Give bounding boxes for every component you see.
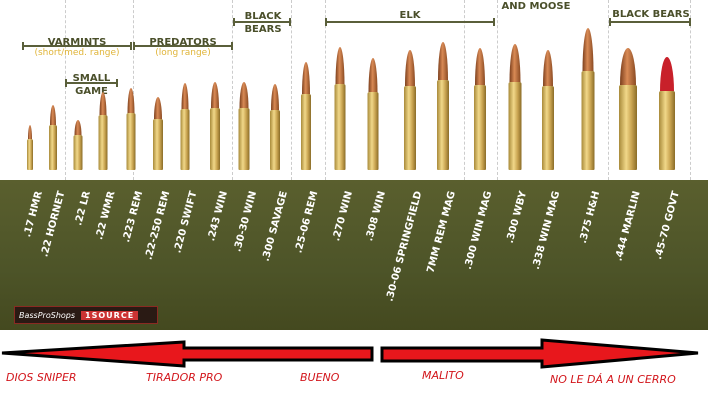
logo-mark: 1SOURCE xyxy=(81,310,139,320)
bracket xyxy=(233,18,291,26)
bracket xyxy=(325,18,495,26)
bullet-tip xyxy=(543,50,553,86)
category-varmints: VARMINTS xyxy=(47,37,107,48)
bracket xyxy=(65,79,118,87)
cartridge-case xyxy=(270,110,280,170)
bracket xyxy=(133,42,233,50)
bullet-tip xyxy=(368,58,378,92)
divider xyxy=(497,0,498,180)
cartridge-case xyxy=(508,82,522,170)
bullet-tip xyxy=(239,82,249,108)
scale-label: MALITO xyxy=(422,369,464,382)
divider xyxy=(133,0,134,180)
category-and-moose: AND MOOSE xyxy=(501,1,571,12)
bullet-tip xyxy=(154,97,162,119)
cartridge-case xyxy=(210,108,220,170)
divider xyxy=(65,0,66,180)
bullet-tip xyxy=(660,57,674,91)
category-varmints-sub: (short/med. range) xyxy=(34,48,120,58)
cartridge-case xyxy=(49,125,57,170)
bass-pro-logo: BassProShops 1SOURCE xyxy=(14,306,158,324)
cartridge-case xyxy=(334,84,346,170)
cartridge-case xyxy=(98,115,108,170)
arrow-left xyxy=(1,340,374,368)
cartridge-case xyxy=(238,108,250,170)
cartridge-case xyxy=(73,135,83,170)
category-elk: ELK xyxy=(399,10,421,21)
divider xyxy=(690,0,691,180)
category-predators: PREDATORS xyxy=(149,37,217,48)
bullet-tip xyxy=(271,84,279,110)
divider xyxy=(464,0,465,180)
divider xyxy=(608,0,609,180)
bullet-tip xyxy=(211,82,219,108)
cartridge-case xyxy=(153,119,163,170)
cartridge-case xyxy=(367,92,379,170)
cartridge-case xyxy=(301,94,311,170)
cartridge-case xyxy=(659,91,675,170)
bullet-tip xyxy=(509,44,521,82)
bracket xyxy=(609,18,691,26)
divider xyxy=(291,0,292,180)
scale-label: DIOS SNIPER xyxy=(6,371,77,384)
bullet-tip xyxy=(127,88,135,113)
bullet-tip xyxy=(620,48,636,85)
category-black-bears: BLACK BEARS xyxy=(244,11,282,35)
arrow-right xyxy=(380,338,699,369)
cartridge-case xyxy=(581,71,595,170)
scale-label: TIRADOR PRO xyxy=(146,371,223,384)
cartridge-case xyxy=(474,85,486,170)
cartridge-case xyxy=(126,113,136,170)
cartridge-case xyxy=(27,139,33,170)
cartridge-case xyxy=(437,80,449,170)
cartridge-case xyxy=(542,86,554,170)
bullet-tip xyxy=(582,28,594,71)
divider xyxy=(232,0,233,180)
divider xyxy=(325,0,326,180)
bullet-tip xyxy=(181,83,189,109)
bullet-tip xyxy=(405,50,415,86)
bullet-tip xyxy=(438,42,448,80)
bullet-tip xyxy=(335,47,345,84)
bracket xyxy=(22,42,132,50)
bullet-tip xyxy=(28,125,32,139)
category-small-game: SMALL GAME xyxy=(72,73,111,97)
cartridge-case xyxy=(180,109,190,170)
bullet-tip xyxy=(302,62,310,94)
logo-brand: BassProShops xyxy=(19,310,76,320)
bullet-tip xyxy=(475,48,485,85)
bullet-tip xyxy=(99,92,107,115)
bullet-tip xyxy=(50,105,56,125)
scale-label: BUENO xyxy=(300,371,340,384)
background-band xyxy=(0,180,708,330)
category-predators-sub: (long range) xyxy=(155,48,211,58)
scale-arrows xyxy=(1,338,699,369)
bullet-tip xyxy=(74,120,82,135)
cartridge-case xyxy=(404,86,416,170)
cartridge-case xyxy=(619,85,637,170)
category-black-bears-2: BLACK BEARS xyxy=(612,9,690,20)
scale-label: NO LE DÁ A UN CERRO xyxy=(550,373,676,386)
